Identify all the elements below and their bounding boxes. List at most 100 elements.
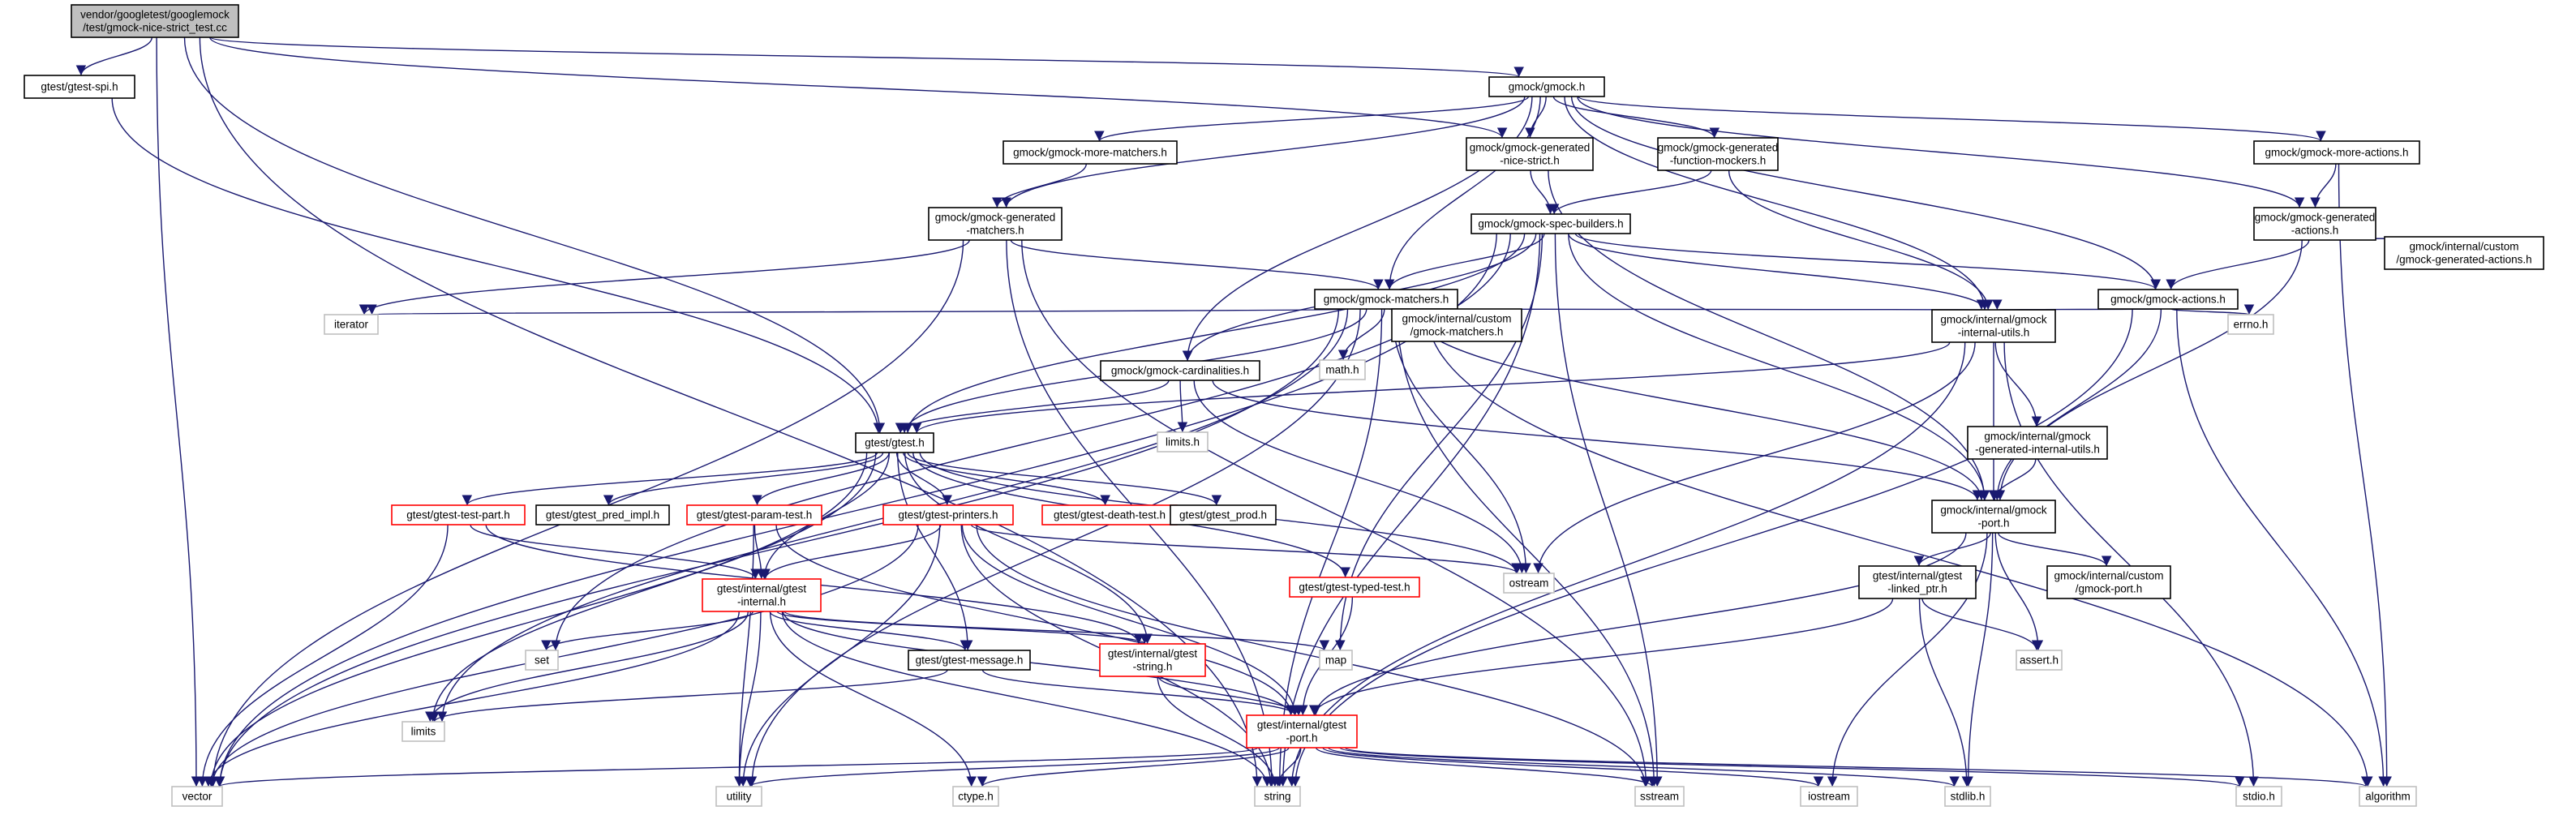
node-label: gmock/internal/gmock	[1984, 431, 2091, 443]
node-math[interactable]: math.h	[1319, 359, 1366, 380]
edge-spec-builders-to-internal-utils	[1568, 233, 1990, 311]
node-stdlib[interactable]: stdlib.h	[1944, 786, 1991, 807]
node-actions[interactable]: gmock/gmock-actions.h	[2097, 289, 2239, 310]
edge-internal-utils-to-gen-internal-utils	[1994, 341, 2042, 427]
node-utility[interactable]: utility	[715, 786, 762, 807]
edge-linked-ptr-to-gtest-port	[1309, 598, 1894, 716]
node-gtest-prod[interactable]: gtest/gtest_prod.h	[1170, 504, 1277, 525]
node-gen-func-mockers[interactable]: gmock/gmock-generated-function-mockers.h	[1657, 137, 1779, 171]
node-limits-h[interactable]: limits.h	[1157, 431, 1209, 453]
node-label: assert.h	[2020, 654, 2059, 667]
edge-root-to-vector	[156, 36, 202, 787]
node-gen-internal-utils[interactable]: gmock/internal/gmock-generated-internal-…	[1967, 426, 2108, 460]
edge-gen-matchers-to-iterator	[358, 239, 970, 315]
edge-gtest-h-to-test-part	[462, 452, 878, 506]
node-label: -port.h	[1977, 517, 2009, 530]
edge-printers-to-sstream	[976, 524, 1651, 787]
edge-gmock-port-to-custom-port	[1998, 532, 2112, 567]
edge-printers-to-ostream	[970, 524, 1522, 574]
node-gtest-spi[interactable]: gtest/gtest-spi.h	[24, 75, 135, 99]
node-box	[1254, 786, 1301, 807]
node-message[interactable]: gtest/gtest-message.h	[908, 650, 1031, 671]
edge-matchers-to-math	[1337, 308, 1385, 361]
node-typed-test[interactable]: gtest/gtest-typed-test.h	[1289, 577, 1420, 598]
node-param-test[interactable]: gtest/gtest-param-test.h	[686, 504, 822, 525]
node-label: gmock/gmock-more-actions.h	[2265, 147, 2408, 159]
node-iostream[interactable]: iostream	[1800, 786, 1858, 807]
node-custom-matchers[interactable]: gmock/internal/custom/gmock-matchers.h	[1391, 308, 1522, 342]
node-label: gmock/gmock-generated	[1658, 142, 1779, 154]
node-label: gtest/gtest-spi.h	[41, 81, 118, 93]
edge-spec-builders-to-string	[1277, 233, 1541, 787]
node-root[interactable]: vendor/googletest/googlemock/test/gmock-…	[71, 4, 239, 38]
edge-gen-matchers-to-matchers	[1010, 239, 1384, 290]
node-custom-port[interactable]: gmock/internal/custom/gmock-port.h	[2046, 565, 2171, 599]
node-label: gtest/gtest-test-part.h	[406, 509, 510, 521]
node-label: string	[1264, 791, 1290, 803]
edge-root-to-gtest-spi	[75, 36, 152, 76]
edge-internal-utils-to-ostream	[1533, 341, 1976, 574]
node-limits[interactable]: limits	[401, 721, 445, 742]
node-errno[interactable]: errno.h	[2227, 314, 2274, 335]
node-test-part[interactable]: gtest/gtest-test-part.h	[391, 504, 526, 525]
node-set[interactable]: set	[525, 650, 559, 671]
node-ctype[interactable]: ctype.h	[952, 786, 999, 807]
node-linked-ptr[interactable]: gtest/internal/gtest-linked_ptr.h	[1858, 565, 1977, 599]
node-label: /gmock-matchers.h	[1410, 326, 1504, 338]
node-spec-builders[interactable]: gmock/gmock-spec-builders.h	[1470, 213, 1631, 234]
node-iterator[interactable]: iterator	[324, 314, 379, 335]
node-label: -function-mockers.h	[1670, 155, 1767, 167]
edge-root-to-gtest-h	[183, 36, 886, 434]
edge-gtest-h-to-gtest-string	[904, 452, 1153, 645]
node-box	[1466, 137, 1594, 171]
node-algorithm[interactable]: algorithm	[2359, 786, 2417, 807]
edge-test-part-to-gtest-internal	[470, 524, 761, 580]
node-box	[686, 504, 822, 525]
node-label: gmock/gmock-actions.h	[2110, 294, 2226, 306]
edge-gen-actions-to-gmock-port	[1994, 239, 2303, 501]
node-box	[2227, 314, 2274, 335]
node-gtest-string[interactable]: gtest/internal/gtest-string.h	[1099, 643, 1206, 677]
node-gen-actions[interactable]: gmock/gmock-generated-actions.h	[2253, 207, 2376, 241]
node-gen-matchers[interactable]: gmock/gmock-generated-matchers.h	[928, 207, 1063, 241]
node-label: set	[535, 654, 549, 667]
node-gtest-internal[interactable]: gtest/internal/gtest-internal.h	[702, 578, 822, 612]
edge-internal-utils-to-string	[1286, 341, 1966, 787]
node-ostream[interactable]: ostream	[1503, 573, 1555, 594]
node-cardinalities[interactable]: gmock/gmock-cardinalities.h	[1100, 360, 1260, 381]
node-gmock-h[interactable]: gmock/gmock.h	[1488, 76, 1605, 97]
node-gen-nice-strict[interactable]: gmock/gmock-generated-nice-strict.h	[1466, 137, 1594, 171]
node-label: gmock/internal/custom	[1402, 313, 1511, 325]
node-box	[928, 207, 1063, 241]
node-assert[interactable]: assert.h	[2016, 650, 2063, 671]
node-map[interactable]: map	[1319, 650, 1353, 671]
node-label: /test/gmock-nice-strict_test.cc	[83, 22, 227, 34]
node-sstream[interactable]: sstream	[1634, 786, 1685, 807]
node-gtest-h[interactable]: gtest/gtest.h	[855, 432, 934, 453]
node-custom-gen-actions[interactable]: gmock/internal/custom/gmock-generated-ac…	[2384, 236, 2544, 270]
node-box	[2016, 650, 2063, 671]
node-string[interactable]: string	[1254, 786, 1301, 807]
node-box	[882, 504, 1014, 525]
node-box	[1800, 786, 1858, 807]
edge-matchers-to-gmock-port	[1410, 308, 1987, 501]
node-gtest-port[interactable]: gtest/internal/gtest-port.h	[1246, 714, 1358, 749]
node-gmock-port[interactable]: gmock/internal/gmock-port.h	[1931, 500, 2056, 534]
node-matchers[interactable]: gmock/gmock-matchers.h	[1314, 289, 1458, 310]
edge-matchers-to-iterator	[371, 302, 1346, 315]
node-more-matchers[interactable]: gmock/gmock-more-matchers.h	[1002, 140, 1178, 165]
node-more-actions[interactable]: gmock/gmock-more-actions.h	[2253, 140, 2420, 165]
edge-matchers-to-algorithm	[1425, 308, 2373, 787]
node-death-test[interactable]: gtest/gtest-death-test.h	[1041, 504, 1178, 525]
node-printers[interactable]: gtest/gtest-printers.h	[882, 504, 1014, 525]
node-box	[1657, 137, 1779, 171]
edge-gmock-h-to-gen-func-mockers	[1552, 96, 1719, 139]
node-internal-utils[interactable]: gmock/internal/gmock-internal-utils.h	[1931, 309, 2056, 343]
node-label: /gmock-generated-actions.h	[2396, 254, 2531, 266]
node-stdio[interactable]: stdio.h	[2235, 786, 2282, 807]
node-label: gtest/internal/gtest	[1873, 570, 1963, 582]
node-label: -nice-strict.h	[1500, 155, 1560, 167]
node-pred-impl[interactable]: gtest/gtest_pred_impl.h	[535, 504, 670, 525]
edge-gtest-internal-to-set	[541, 611, 753, 651]
node-vector[interactable]: vector	[171, 786, 223, 807]
